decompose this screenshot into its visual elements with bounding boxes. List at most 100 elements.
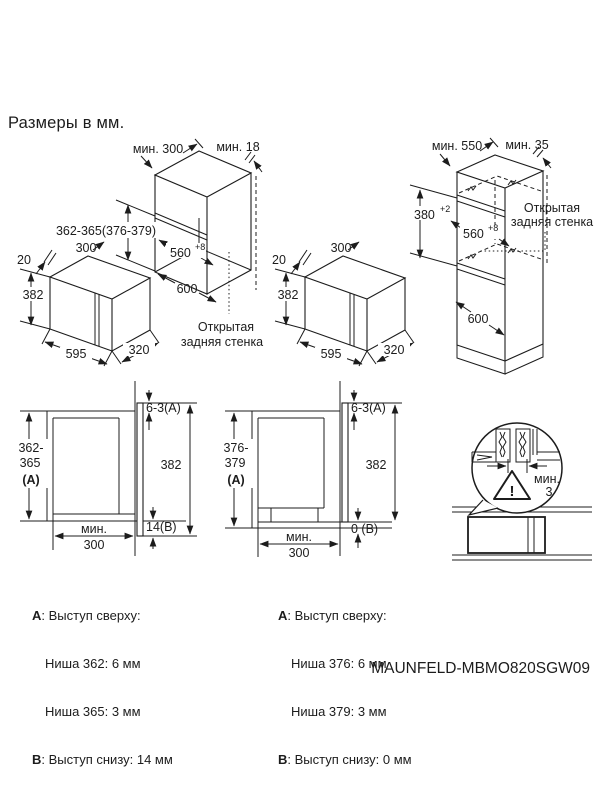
dim-label-gap: 20 [17, 253, 31, 267]
note-line-niche-1: Ниша 362: 6 мм [45, 656, 141, 671]
label-mask [19, 287, 47, 301]
dim-arrow-560-right [498, 238, 510, 247]
label-mask [13, 439, 49, 488]
note-text-a: : Выступ сверху: [287, 608, 387, 623]
dim-label-width: 595 [66, 347, 87, 361]
oven-body [48, 255, 152, 352]
dim-label-niche-width: 560 [463, 227, 484, 241]
dim-label-door-height: 382 [366, 458, 387, 472]
dim-label-min-back: мин. 18 [216, 140, 259, 154]
oven-door-section-lines [527, 517, 535, 553]
oven-side-view [467, 516, 546, 554]
dim-label-min-back: мин. 35 [505, 138, 548, 152]
dim-label-top: 300 [331, 241, 352, 255]
dim-label-niche-1: 376- [223, 441, 248, 455]
dim-label-width: 600 [177, 282, 198, 296]
dim-label-niche-height: 380 [414, 208, 435, 222]
dim-label-depth: 320 [384, 343, 405, 357]
notes-block-362: A: Выступ сверху: Ниша 362: 6 мм Ниша 36… [32, 576, 173, 800]
label-mask [412, 206, 449, 220]
note-text-b: : Выступ снизу: 0 мм [287, 752, 412, 767]
model-number: MAUNFELD-MBMO820SGW09 [371, 660, 590, 677]
dim-arrow-min300 [182, 143, 198, 154]
dim-label-width: 595 [321, 347, 342, 361]
dim-label-min-2: 300 [289, 546, 310, 560]
dim-arrow-560-right [200, 257, 214, 266]
note-text-a: : Выступ сверху: [41, 608, 141, 623]
dim-label-top: 300 [76, 241, 97, 255]
dim-label-niche-2: 379 [225, 456, 246, 470]
dim-arrow-560-left [450, 220, 462, 229]
note-line-b: B: Выступ снизу: 0 мм [278, 752, 412, 768]
label-mask [166, 243, 206, 258]
dim-arrow-300 [92, 241, 105, 251]
dim-label-min-1: мин. [81, 522, 107, 536]
oven-lines [274, 249, 415, 367]
dim-label-min-depth: мин. 550 [432, 139, 482, 153]
dim-arrow-20 [290, 261, 301, 275]
dim-arrow-min550 [479, 141, 494, 152]
dim-label-bottom-protrusion: 14(B) [146, 520, 177, 534]
dim-label-niche-3: (A) [22, 473, 39, 487]
label-mask [60, 347, 92, 360]
tall-cabinet-body [455, 154, 545, 362]
dim-label-niche-width: 560 [170, 246, 191, 260]
dim-arrow-20 [35, 261, 46, 275]
tall-cabinet-lines [409, 137, 544, 375]
label-mask [52, 222, 160, 238]
open-back-label-1: Открытая [198, 320, 254, 334]
dim-label-niche-2: 365 [20, 456, 41, 470]
dim-arrow-300 [347, 241, 360, 251]
oven-body [303, 255, 407, 352]
label-mask [460, 225, 498, 239]
dim-label-niche-height-tol: +2 [440, 204, 450, 214]
dim-label-door-height: 382 [161, 458, 182, 472]
warning-triangle-icon [493, 470, 531, 500]
notes-block-376: A: Выступ сверху: Ниша 376: 6 мм Ниша 37… [278, 576, 412, 800]
shelf-lines [452, 506, 592, 561]
open-back-label-2: задняя стенка [511, 215, 593, 229]
oven-lines [19, 249, 160, 367]
dim-label-niche-width-tol: +8 [195, 242, 205, 252]
dim-label-niche-width-tol: +8 [488, 223, 498, 233]
dim-label-lower: 600 [468, 312, 489, 326]
dim-label-niche-height: 362-365(376-379) [56, 224, 156, 238]
dim-arrow-600-up [455, 301, 472, 313]
dim-arrow-600-left [157, 273, 176, 284]
note-line-b: B: Выступ снизу: 14 мм [32, 752, 173, 768]
dim-label-niche-3: (A) [227, 473, 244, 487]
dim-arrow-min300b [140, 155, 153, 169]
dim-label-niche-1: 362- [18, 441, 43, 455]
open-back-label-1: Открытая [524, 201, 580, 215]
dim-label-min-gap-2: 3 [546, 485, 553, 499]
gap-detail-drawing: ! мин. 3 [452, 422, 592, 561]
note-line-a: A: Выступ сверху: [32, 608, 173, 624]
note-key-a: A [278, 608, 288, 623]
front-view-362: 6-3(A) 382 14(B) мин. 300 362- 365 (A) [13, 381, 197, 556]
tall-cabinet-leader-dotted [479, 232, 546, 252]
dim-label-depth: 320 [129, 343, 150, 357]
note-key-b: B [278, 752, 288, 767]
oven-drawing-right: 300 20 382 595 320 [272, 241, 415, 367]
dim-label-min-1: мин. [286, 530, 312, 544]
detail-callout-tail [467, 499, 499, 517]
detail-section-lines [471, 428, 560, 473]
label-mask [218, 439, 254, 488]
warning-exclamation: ! [510, 483, 515, 500]
page-title: Размеры в мм. [8, 114, 125, 132]
dim-label-gap: 20 [272, 253, 286, 267]
label-mask [123, 343, 155, 356]
dim-label-min-top: мин. 300 [133, 142, 183, 156]
note-key-a: A [32, 608, 42, 623]
label-mask [315, 347, 347, 360]
detail-circle [471, 422, 563, 514]
oven-drawing-left: 300 20 382 595 320 [17, 241, 160, 367]
dim-label-height: 382 [278, 288, 299, 302]
dim-arrow-min550b [439, 153, 451, 167]
dim-label-min-2: 300 [84, 538, 105, 552]
dim-label-height: 382 [23, 288, 44, 302]
open-back-label-2: задняя стенка [181, 335, 263, 349]
note-text-b: : Выступ снизу: 14 мм [41, 752, 173, 767]
